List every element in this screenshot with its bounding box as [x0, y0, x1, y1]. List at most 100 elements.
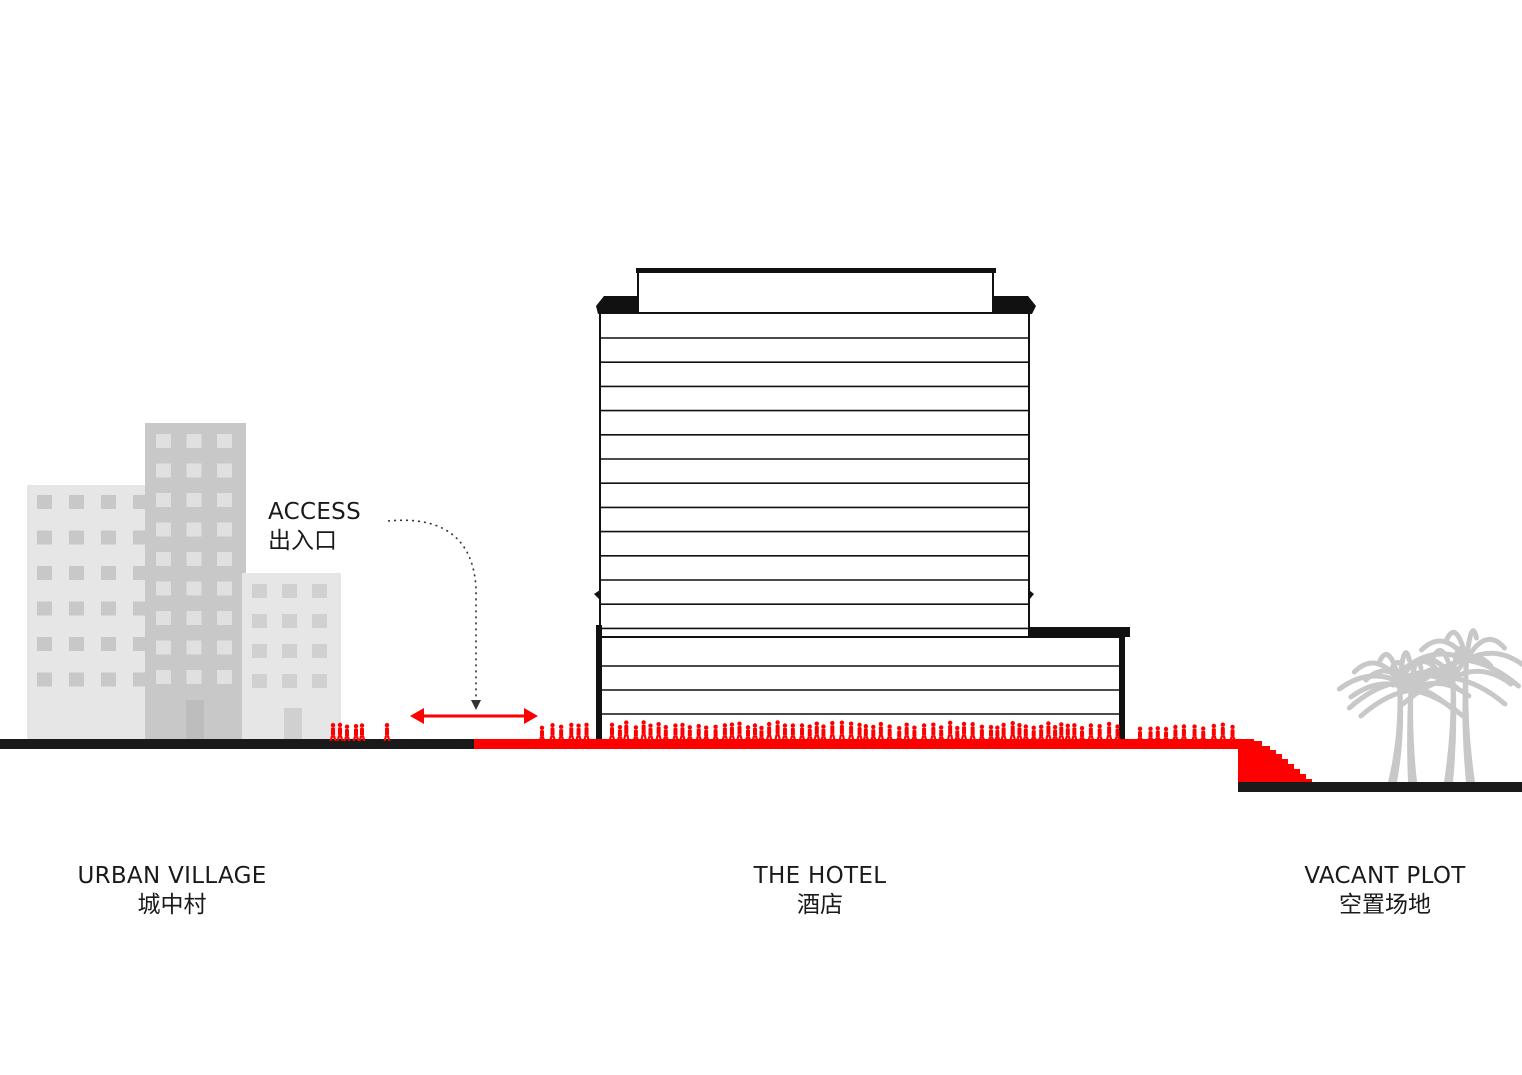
pedestrian-icon: [960, 721, 968, 741]
pedestrian-icon: [567, 722, 575, 741]
window: [156, 611, 171, 625]
window: [69, 637, 84, 651]
pedestrian-icon: [828, 720, 836, 741]
pedestrian-icon: [1219, 722, 1227, 741]
window: [133, 566, 148, 580]
pedestrian-icon: [329, 723, 337, 741]
window: [217, 434, 232, 448]
pedestrian-icon: [383, 722, 391, 741]
pedestrian-icon: [789, 723, 797, 741]
window: [156, 434, 171, 448]
pedestrian-icon: [662, 724, 670, 741]
window: [217, 611, 232, 625]
pedestrian-icon: [575, 723, 583, 741]
window: [282, 644, 297, 658]
window: [186, 640, 202, 655]
vacant-plot-label-en: VACANT PLOT: [1304, 863, 1466, 889]
pedestrian-icon: [929, 722, 937, 741]
pedestrian-icon: [1051, 725, 1059, 741]
window: [156, 522, 171, 537]
hotel-label-en: THE HOTEL: [753, 863, 887, 889]
pedestrian-icon: [640, 720, 648, 741]
pedestrian-icon: [557, 724, 565, 741]
window: [101, 637, 116, 651]
pedestrian-icon: [813, 721, 821, 741]
plinth-red: [1238, 739, 1254, 784]
window: [252, 614, 267, 628]
pedestrian-icon: [1136, 726, 1144, 741]
window: [133, 637, 148, 651]
pedestrian-icon: [1022, 724, 1030, 741]
pedestrian-icon: [616, 724, 624, 741]
pedestrian-icon: [358, 723, 366, 741]
cornice-left: [596, 296, 638, 314]
window: [156, 581, 171, 596]
pedestrian-icon: [1096, 723, 1104, 741]
window: [37, 637, 52, 651]
pedestrian-icon: [1037, 724, 1045, 741]
access-label: ACCESS 出入口: [268, 498, 388, 556]
pedestrian-icon: [1078, 725, 1086, 741]
window: [282, 584, 297, 598]
window: [101, 566, 116, 580]
pedestrian-icon: [1229, 724, 1237, 741]
podium: [599, 636, 1125, 742]
window: [217, 522, 232, 537]
pedestrian-icon: [1171, 724, 1179, 741]
access-label-en: ACCESS: [268, 499, 361, 525]
pedestrian-icon: [1154, 726, 1162, 741]
vacant-plot-label: VACANT PLOT 空置场地: [1270, 862, 1500, 920]
pedestrian-icon: [869, 724, 877, 741]
window: [217, 640, 232, 655]
window: [133, 601, 148, 616]
podium-column: [1119, 637, 1124, 741]
pedestrian-icon: [920, 723, 928, 741]
hotel-building: [594, 268, 1130, 742]
window: [186, 670, 202, 684]
pedestrian-icon: [978, 724, 986, 741]
palm-tree: [1404, 628, 1522, 782]
urban-village-label-en: URBAN VILLAGE: [77, 863, 267, 889]
pedestrian-icon: [1057, 722, 1065, 741]
pedestrian-icon: [736, 721, 744, 741]
pedestrian-icon: [819, 724, 827, 741]
urban-village-buildings: [27, 423, 341, 741]
window: [133, 530, 148, 545]
pedestrian-icon: [838, 720, 846, 741]
double-arrow-icon: [410, 708, 538, 724]
window: [37, 495, 52, 509]
window: [69, 530, 84, 545]
pedestrian-icon: [608, 722, 616, 741]
window: [69, 495, 84, 509]
pedestrian-icon: [1009, 720, 1017, 741]
window: [156, 552, 171, 566]
pedestrian-icon: [946, 720, 954, 741]
pedestrian-icon: [1114, 724, 1122, 741]
ground-urban: [0, 739, 476, 749]
pedestrian-icon: [343, 724, 351, 741]
pedestrian-icon: [1070, 723, 1078, 741]
pedestrians: [329, 720, 1237, 741]
pedestrian-icon: [655, 721, 663, 741]
pedestrian-icon: [1015, 723, 1023, 741]
pedestrian-icon: [758, 725, 766, 741]
pedestrian-icon: [712, 724, 720, 741]
podium-roof: [1028, 627, 1130, 637]
pedestrian-icon: [1087, 723, 1095, 741]
window: [101, 601, 116, 616]
pedestrian-icon: [781, 723, 789, 741]
pedestrian-icon: [877, 721, 885, 741]
hotel-label: THE HOTEL 酒店: [700, 862, 940, 920]
urban-village-label: URBAN VILLAGE 城中村: [52, 862, 292, 920]
window: [156, 463, 171, 478]
window: [186, 581, 202, 596]
pedestrian-icon: [987, 724, 995, 741]
door: [284, 708, 302, 741]
pedestrian-icon: [774, 720, 782, 741]
pedestrian-icon: [695, 723, 703, 741]
pedestrian-icon: [1199, 726, 1207, 741]
window: [101, 495, 116, 509]
pedestrian-icon: [1044, 721, 1052, 741]
pedestrian-icon: [886, 724, 894, 741]
